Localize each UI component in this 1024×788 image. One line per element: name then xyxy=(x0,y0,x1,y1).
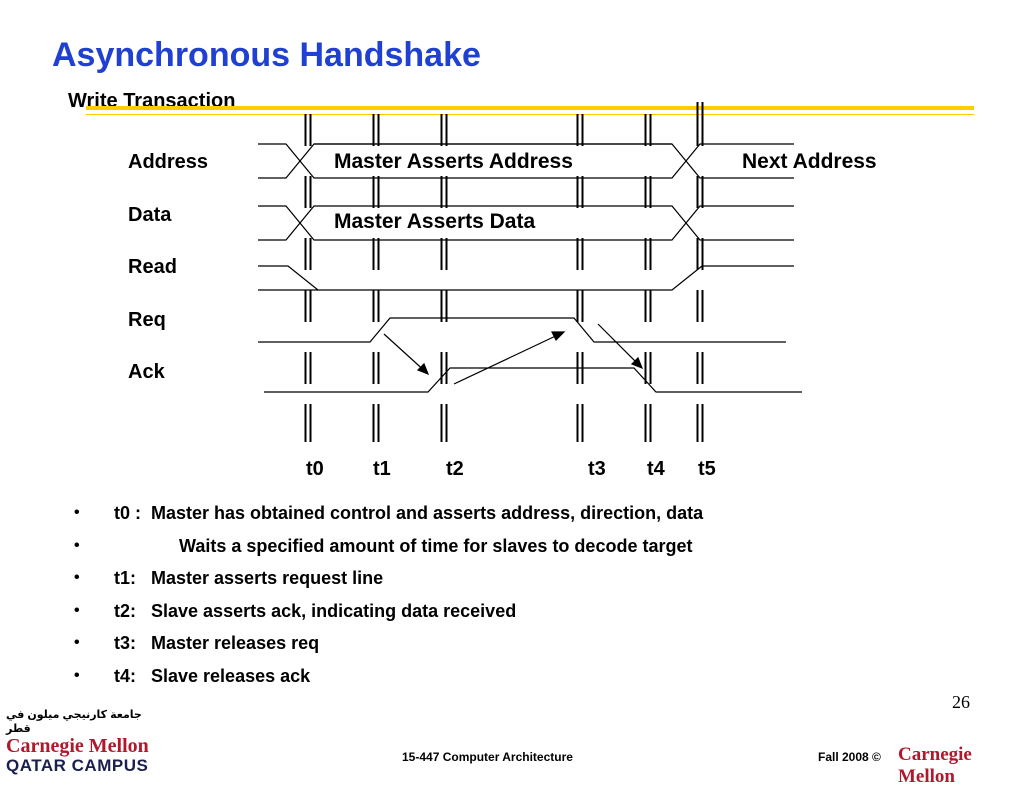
bullet-glyph: • xyxy=(74,504,80,521)
time-label-t1: t1 xyxy=(373,458,391,480)
causality-arrows xyxy=(383,323,644,385)
address-wave-top xyxy=(258,143,794,179)
time-marker-t4 xyxy=(644,114,652,442)
time-marker-lines xyxy=(304,102,704,442)
ack-wave xyxy=(264,367,802,393)
arrow-ack-to-release xyxy=(453,332,563,385)
slide-title: Asynchronous Handshake xyxy=(52,36,481,74)
bullet-glyph: • xyxy=(74,601,80,619)
title-rule-thin xyxy=(86,114,974,115)
timing-diagram xyxy=(258,102,802,442)
label-master-asserts-data: Master Asserts Data xyxy=(334,210,536,234)
time-marker-t5 xyxy=(696,102,704,442)
bullet-glyph: • xyxy=(74,634,80,651)
bullet-glyph: • xyxy=(74,666,80,684)
list-item: • t4: Slave releases ack xyxy=(70,663,703,696)
list-item: • t3: Master releases req xyxy=(70,630,703,663)
list-item: • t1: Master asserts request line xyxy=(70,565,703,598)
signal-label-data: Data xyxy=(128,204,172,226)
arrowhead-2 xyxy=(551,331,566,342)
req-wave xyxy=(258,317,786,343)
logo-campus-name: QATAR CAMPUS xyxy=(6,756,149,775)
bullet-glyph: • xyxy=(74,569,80,586)
time-marker-t2 xyxy=(440,114,448,442)
footer-course: 15-447 Computer Architecture xyxy=(402,750,573,764)
time-marker-t0 xyxy=(304,114,312,442)
list-item-text: t0 : Master has obtained control and ass… xyxy=(114,503,704,523)
logo-arabic-text: جامعة كارنيجي ميلون في قطر xyxy=(6,709,142,735)
time-marker-t3 xyxy=(576,114,584,442)
signal-label-req: Req xyxy=(128,309,166,331)
list-item: • t0 : Master has obtained control and as… xyxy=(70,500,703,533)
time-label-t4: t4 xyxy=(647,458,665,480)
time-label-t0: t0 xyxy=(306,458,324,480)
list-item-text: t2: Slave asserts ack, indicating data r… xyxy=(114,600,517,621)
read-wave xyxy=(258,265,794,291)
logo-university-name: Carnegie Mellon xyxy=(6,735,149,757)
signal-label-ack: Ack xyxy=(128,361,165,383)
signal-label-address: Address xyxy=(128,151,209,173)
data-wave-top xyxy=(258,205,794,241)
time-label-t5: t5 xyxy=(698,458,716,480)
list-item-text: Waits a specified amount of time for sla… xyxy=(114,535,693,556)
footer-term: Fall 2008 © xyxy=(818,750,881,764)
list-item: • Waits a specified amount of time for s… xyxy=(70,533,703,566)
list-item-text: t4: Slave releases ack xyxy=(114,665,311,686)
signal-label-read: Read xyxy=(128,256,177,278)
time-label-t3: t3 xyxy=(588,458,606,480)
footer-brand: Carnegie Mellon xyxy=(898,744,972,787)
bullet-glyph: • xyxy=(74,536,80,554)
event-list: • t0 : Master has obtained control and as… xyxy=(70,500,703,695)
data-wave-bottom xyxy=(258,205,794,241)
waveforms xyxy=(258,143,802,393)
list-item: • t2: Slave asserts ack, indicating data … xyxy=(70,598,703,631)
campus-logo: جامعة كارنيجي ميلون في قطر Carnegie Mell… xyxy=(6,708,156,776)
list-item-text: t1: Master asserts request line xyxy=(114,568,384,588)
arrowhead-3 xyxy=(630,356,644,370)
list-item-text: t3: Master releases req xyxy=(114,633,320,653)
time-marker-t1 xyxy=(372,114,380,442)
title-rule xyxy=(86,106,974,110)
page-number: 26 xyxy=(952,692,970,712)
label-next-address: Next Address xyxy=(742,150,877,174)
time-label-t2: t2 xyxy=(446,458,464,480)
label-master-asserts-address: Master Asserts Address xyxy=(334,150,573,174)
arrowhead-1 xyxy=(416,362,430,376)
